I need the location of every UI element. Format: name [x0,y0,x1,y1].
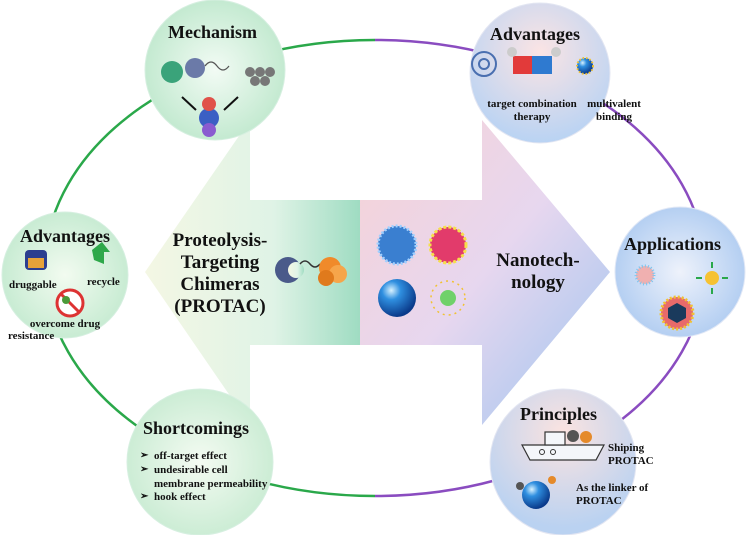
principle-item-linker-of-protac: As the linker of PROTAC [576,482,648,507]
shortcomings-list: off-target effect undesirable cell membr… [140,450,267,505]
advantage-item-multivalent-binding: multivalent binding [583,98,645,123]
advantage-item-line: target combination [487,98,577,110]
advantage-item-overcome-drug-resistance: overcome drug [6,318,124,331]
principle-item-line: PROTAC [608,454,654,467]
advantage-item-line: binding [595,110,633,123]
nanoparticles-graphic [376,224,468,317]
advantages-nano-title: Advantages [490,24,581,44]
protac-label-line: Targeting [180,251,260,273]
advantage-item-recycle: recycle [87,276,120,288]
advantages-nano-bubble [469,2,611,144]
nanotechnology-label: Nanotech- nology [488,250,588,294]
shortcomings-title: Shortcomings [143,418,250,438]
advantages-protac-bubble [1,211,129,339]
principle-item-shipping-protac: Shiping PROTAC [608,442,654,467]
principles-bubble [489,388,637,535]
advantages-protac-title: Advantages [20,226,111,246]
shortcoming-item-text: membrane permeability [154,477,268,490]
shortcoming-item: off-target effect [140,450,267,464]
shortcoming-item: undesirable cell [140,464,267,478]
advantage-item-target-combination-therapy: target combination therapy [473,98,591,123]
nanotechnology-label-line: Nanotech- [496,250,580,271]
protac-label-line: (PROTAC) [174,295,266,317]
mechanism-title: Mechanism [168,22,257,42]
protac-label-line: Chimeras [180,273,260,295]
advantage-item-line: multivalent [587,98,641,110]
principle-item-line: As the linker of [576,482,649,494]
protac-arrow [145,120,360,425]
shortcoming-item: hook effect [140,491,267,505]
applications-bubble [614,206,746,338]
shortcoming-item-continued: membrane permeability [140,478,267,492]
principle-item-line: Shiping [608,442,645,454]
advantage-item-druggable: druggable [9,279,57,291]
principles-title: Principles [520,404,597,424]
mechanism-bubble [144,0,286,141]
applications-title: Applications [624,234,722,254]
protac-label: Proteolysis- Targeting Chimeras (PROTAC) [165,230,275,317]
advantage-item-line: overcome drug [29,318,101,330]
protac-molecule-graphic [275,257,347,286]
nanotechnology-arrow [360,120,610,425]
advantage-item-line: therapy [513,110,551,123]
protac-label-line: Proteolysis- [172,230,268,251]
principle-item-line: PROTAC [576,494,622,507]
nanotechnology-label-line: nology [511,271,565,293]
advantage-item-resistance: resistance [8,330,55,342]
